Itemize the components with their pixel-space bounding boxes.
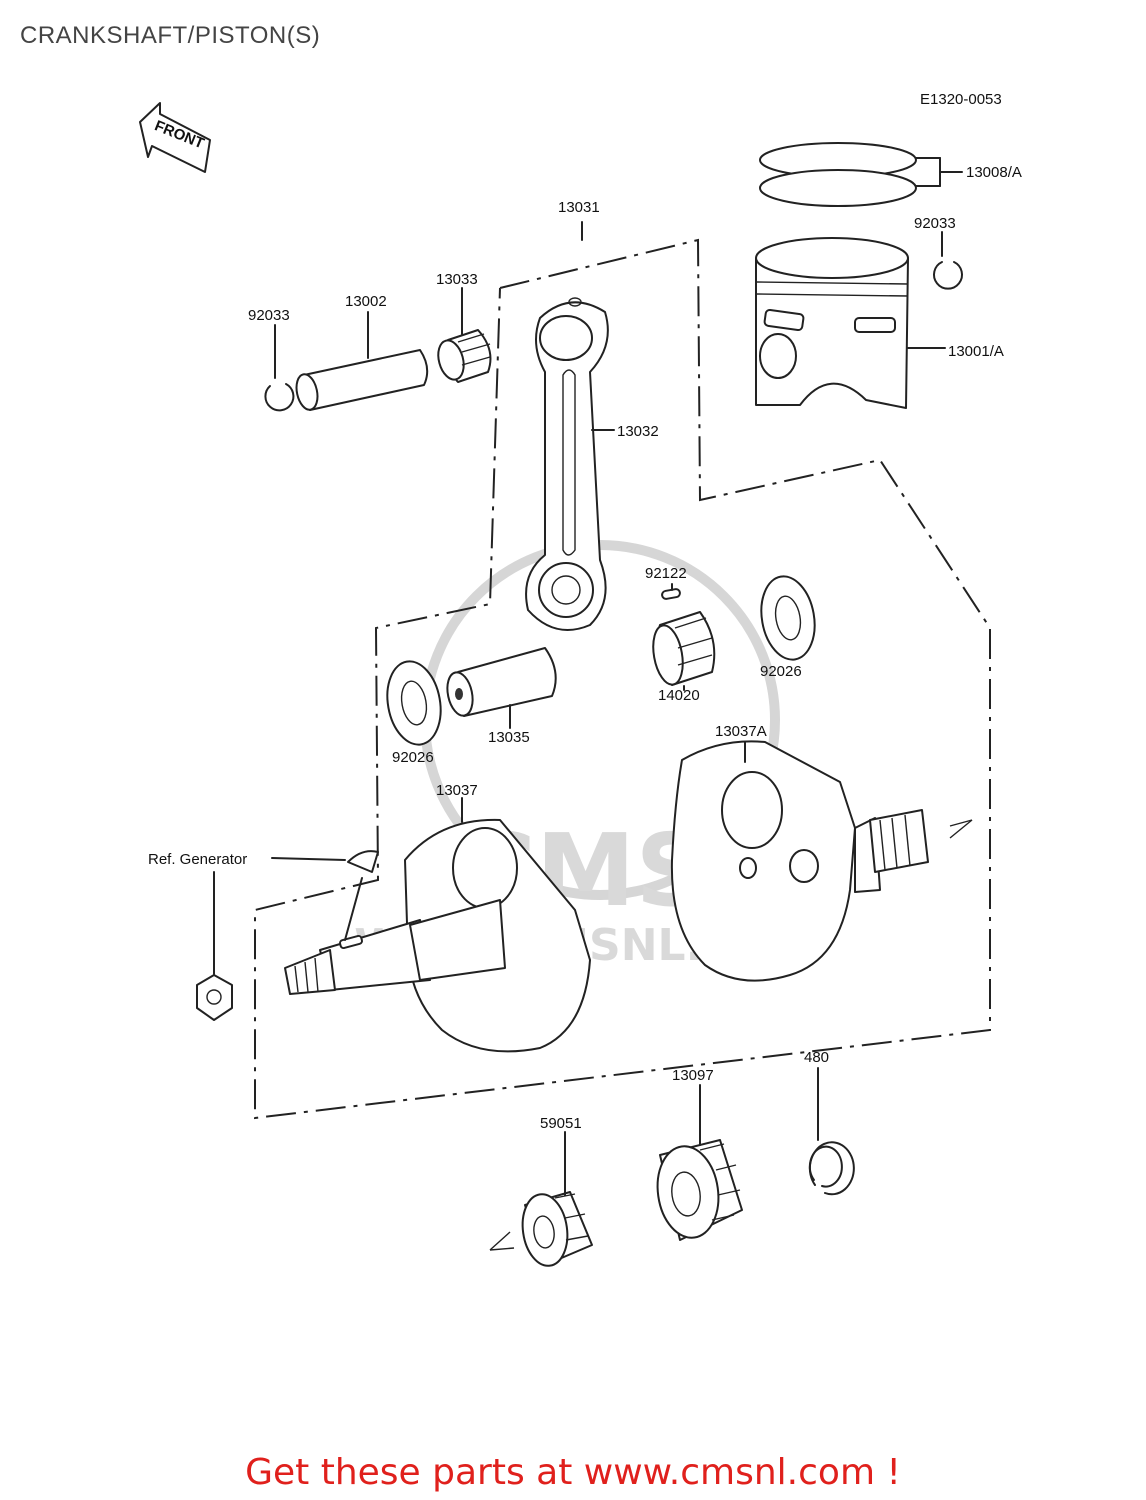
label-thrust-washer-left: 92026 [392, 749, 434, 766]
assembly-outline [254, 238, 991, 1120]
label-circlip: 480 [804, 1049, 829, 1066]
label-thrust-washer-right: 92026 [760, 663, 802, 680]
label-gear-large: 13097 [672, 1067, 714, 1084]
front-arrow: FRONT [139, 102, 211, 173]
gear-large: 13097 [656, 1067, 743, 1241]
promo-footer[interactable]: Get these parts at www.cmsnl.com ! [245, 1452, 901, 1493]
small-end-bearing: 13033 [436, 271, 492, 383]
piston-clip-left: 92033 [248, 307, 295, 412]
label-piston: 13001/A [948, 343, 1004, 360]
page-title: CRANKSHAFT/PISTON(S) [20, 22, 321, 49]
piston-ring-set: 13008/A [759, 142, 1022, 207]
exploded-parts-diagram: CMS WWW.CMSNL.COM FRONT E1320-0053 13008… [139, 91, 1022, 1267]
connecting-rod: 13032 [525, 297, 659, 631]
crankpin: 13035 [446, 647, 557, 746]
label-piston-clip-right: 92033 [914, 215, 956, 232]
conrod-assembly: 13031 [558, 199, 600, 241]
label-ring-set: 13008/A [966, 164, 1022, 181]
circlip: 480 [804, 1049, 855, 1196]
label-ref-generator: Ref. Generator [148, 851, 247, 868]
label-gear-small: 59051 [540, 1115, 582, 1132]
label-flywheel-right: 13037A [715, 723, 767, 740]
crank-pin-key: 92122 [645, 565, 687, 600]
label-flywheel-left: 13037 [436, 782, 478, 799]
label-conrod-assembly: 13031 [558, 199, 600, 216]
label-big-end-bearing: 14020 [658, 687, 700, 704]
piston-pin: 13002 [295, 293, 429, 411]
piston: 13001/A [755, 237, 1004, 409]
piston-clip-right: 92033 [914, 215, 963, 290]
label-small-end-bearing: 13033 [436, 271, 478, 288]
flywheel-left: 13037 [284, 782, 591, 1053]
label-piston-pin: 13002 [345, 293, 387, 310]
ref-generator: Ref. Generator [148, 850, 379, 1021]
big-end-bearing: 14020 [652, 611, 716, 704]
thrust-washer-right: 92026 [760, 575, 816, 680]
diagram-code: E1320-0053 [920, 91, 1002, 108]
gear-small: 59051 [489, 1115, 593, 1267]
label-crank-pin-key: 92122 [645, 565, 687, 582]
flywheel-right: 13037A [670, 723, 973, 982]
label-connecting-rod: 13032 [617, 423, 659, 440]
label-piston-clip-left: 92033 [248, 307, 290, 324]
thrust-washer-left: 92026 [386, 660, 442, 766]
label-crankpin: 13035 [488, 729, 530, 746]
